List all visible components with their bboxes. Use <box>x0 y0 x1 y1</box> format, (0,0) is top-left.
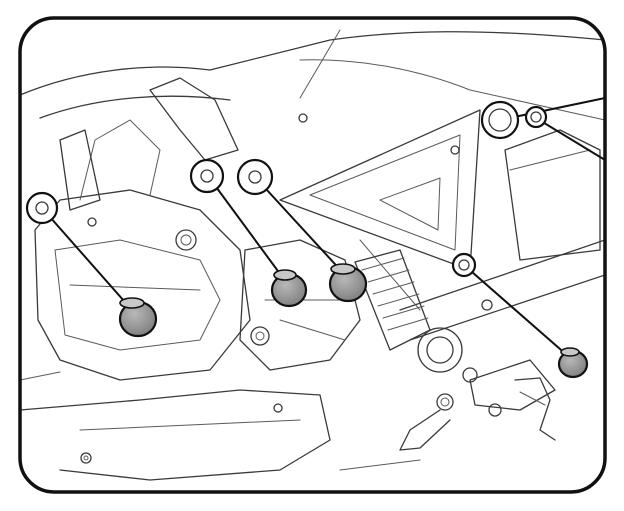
mounting-hole-icon <box>480 100 520 140</box>
leader-line-1 <box>41 207 133 311</box>
line-art <box>20 29 605 481</box>
mounting-hole-icon <box>451 252 477 278</box>
leader-line-3 <box>254 176 346 276</box>
plugs <box>118 263 589 379</box>
mount-holes <box>25 100 548 278</box>
mounting-hole-icon <box>25 191 59 225</box>
leader-line-6 <box>535 117 606 161</box>
leader-line-4 <box>463 264 569 357</box>
rubber-plug-icon <box>328 263 368 303</box>
leader-line-2 <box>207 175 287 283</box>
driveshaft-boot <box>354 249 431 351</box>
mounting-hole-icon <box>524 105 548 129</box>
rubber-plug-icon <box>270 269 308 308</box>
mounting-hole-icon <box>236 158 274 196</box>
rubber-plug-icon <box>557 347 589 379</box>
mounting-hole-icon <box>189 158 225 194</box>
rubber-plug-icon <box>118 297 158 338</box>
frame-border <box>18 16 607 494</box>
